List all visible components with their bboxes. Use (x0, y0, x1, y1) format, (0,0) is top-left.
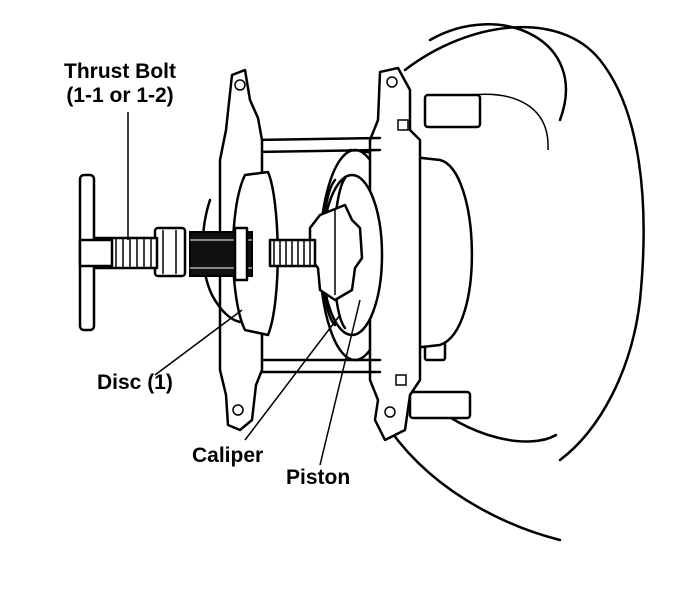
caliper-label: Caliper (192, 444, 264, 467)
leader-lines (127, 112, 361, 466)
thrust-bolt (78, 173, 159, 332)
disc (201, 170, 279, 337)
piston-leader (319, 299, 361, 466)
guide-rods (248, 136, 382, 374)
disc-label: Disc (1) (97, 371, 173, 394)
thrust-bolt-label-line2: (1-1 or 1-2) (66, 84, 174, 107)
thrust-bolt-label-line1: Thrust Bolt (64, 60, 176, 83)
screw-threads (268, 238, 317, 268)
disc-leader (154, 309, 243, 376)
threaded-spacer (189, 226, 253, 282)
caliper-leader (244, 314, 341, 441)
piston-label: Piston (286, 466, 351, 489)
thrust-bolt-label: Thrust Bolt (1-1 or 1-2) (64, 60, 176, 108)
piston (308, 173, 384, 337)
nut (153, 226, 187, 278)
